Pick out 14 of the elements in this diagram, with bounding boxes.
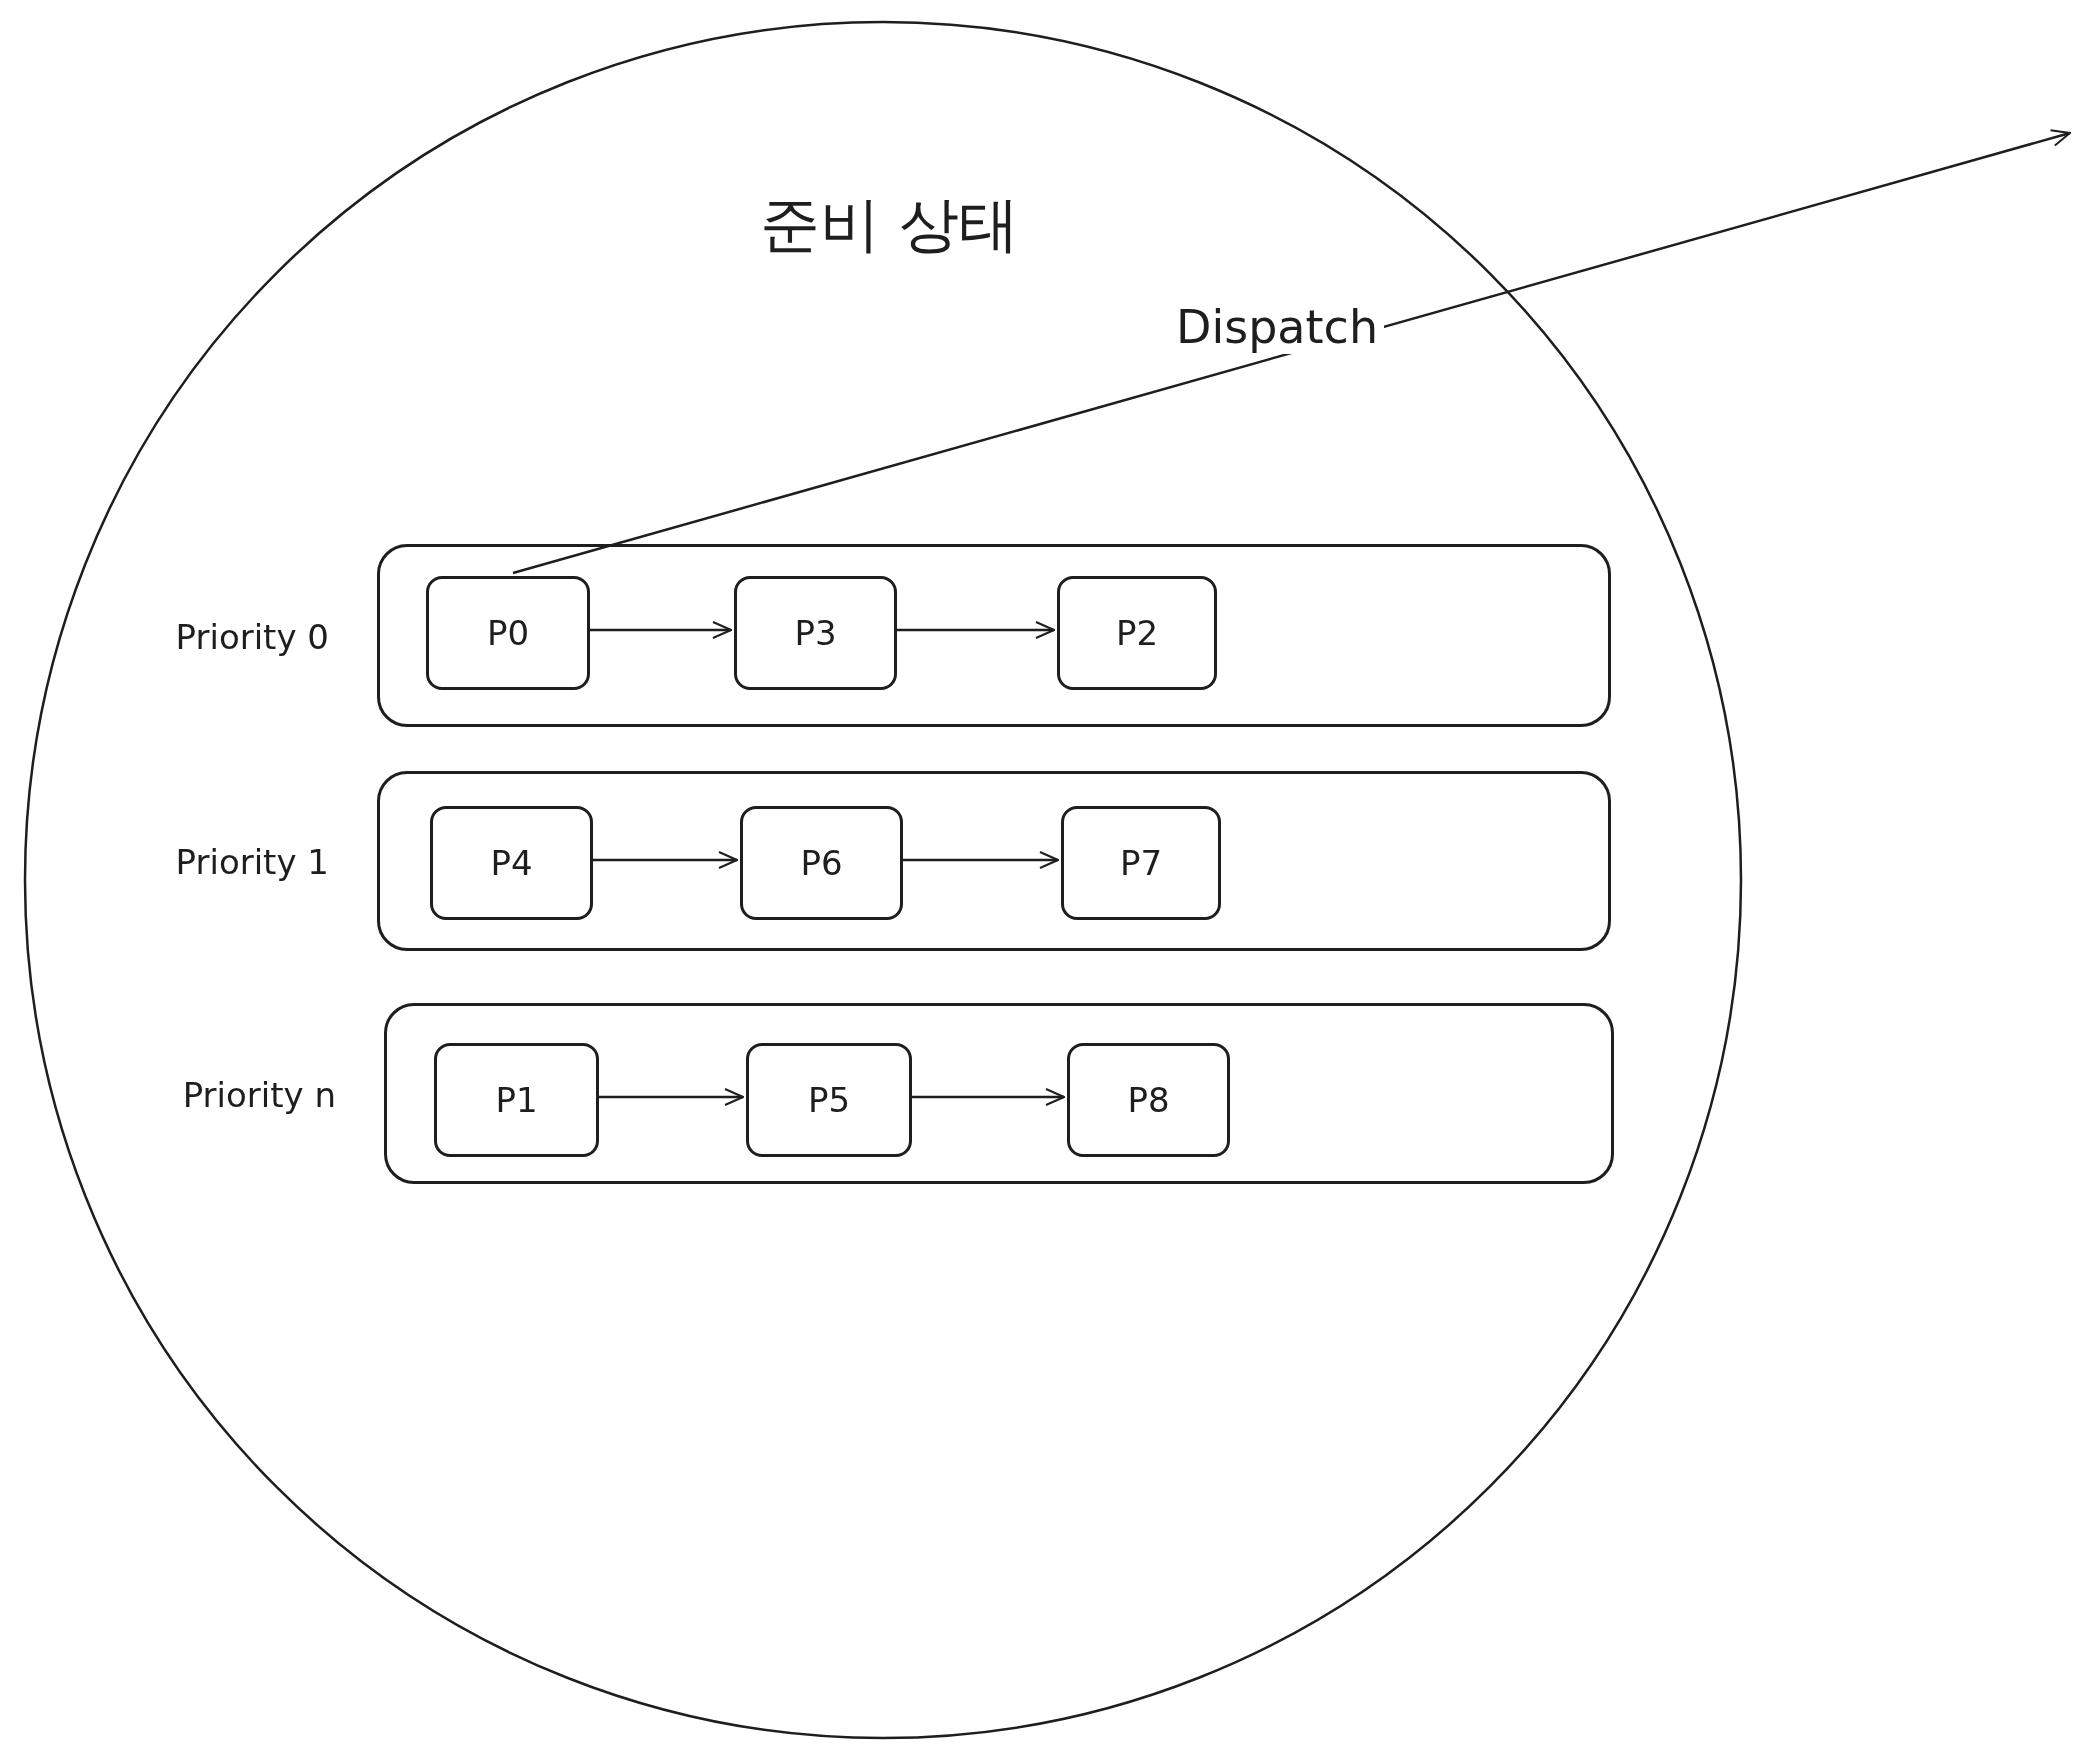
row-label: Priority 0	[175, 616, 329, 657]
process-box: P4	[430, 806, 593, 920]
process-box: P8	[1067, 1043, 1230, 1157]
process-box: P7	[1061, 806, 1221, 920]
process-box: P2	[1057, 576, 1217, 690]
row-label: Priority 1	[175, 842, 329, 882]
title-text: 준비 상태	[760, 188, 1020, 261]
process-box: P0	[426, 576, 590, 690]
row-label: Priority n	[182, 1074, 336, 1115]
process-box: P5	[746, 1043, 912, 1157]
state-circle	[23, 20, 1743, 1740]
process-box: P3	[734, 576, 897, 690]
process-box: P1	[434, 1043, 599, 1157]
process-box: P6	[740, 806, 903, 920]
